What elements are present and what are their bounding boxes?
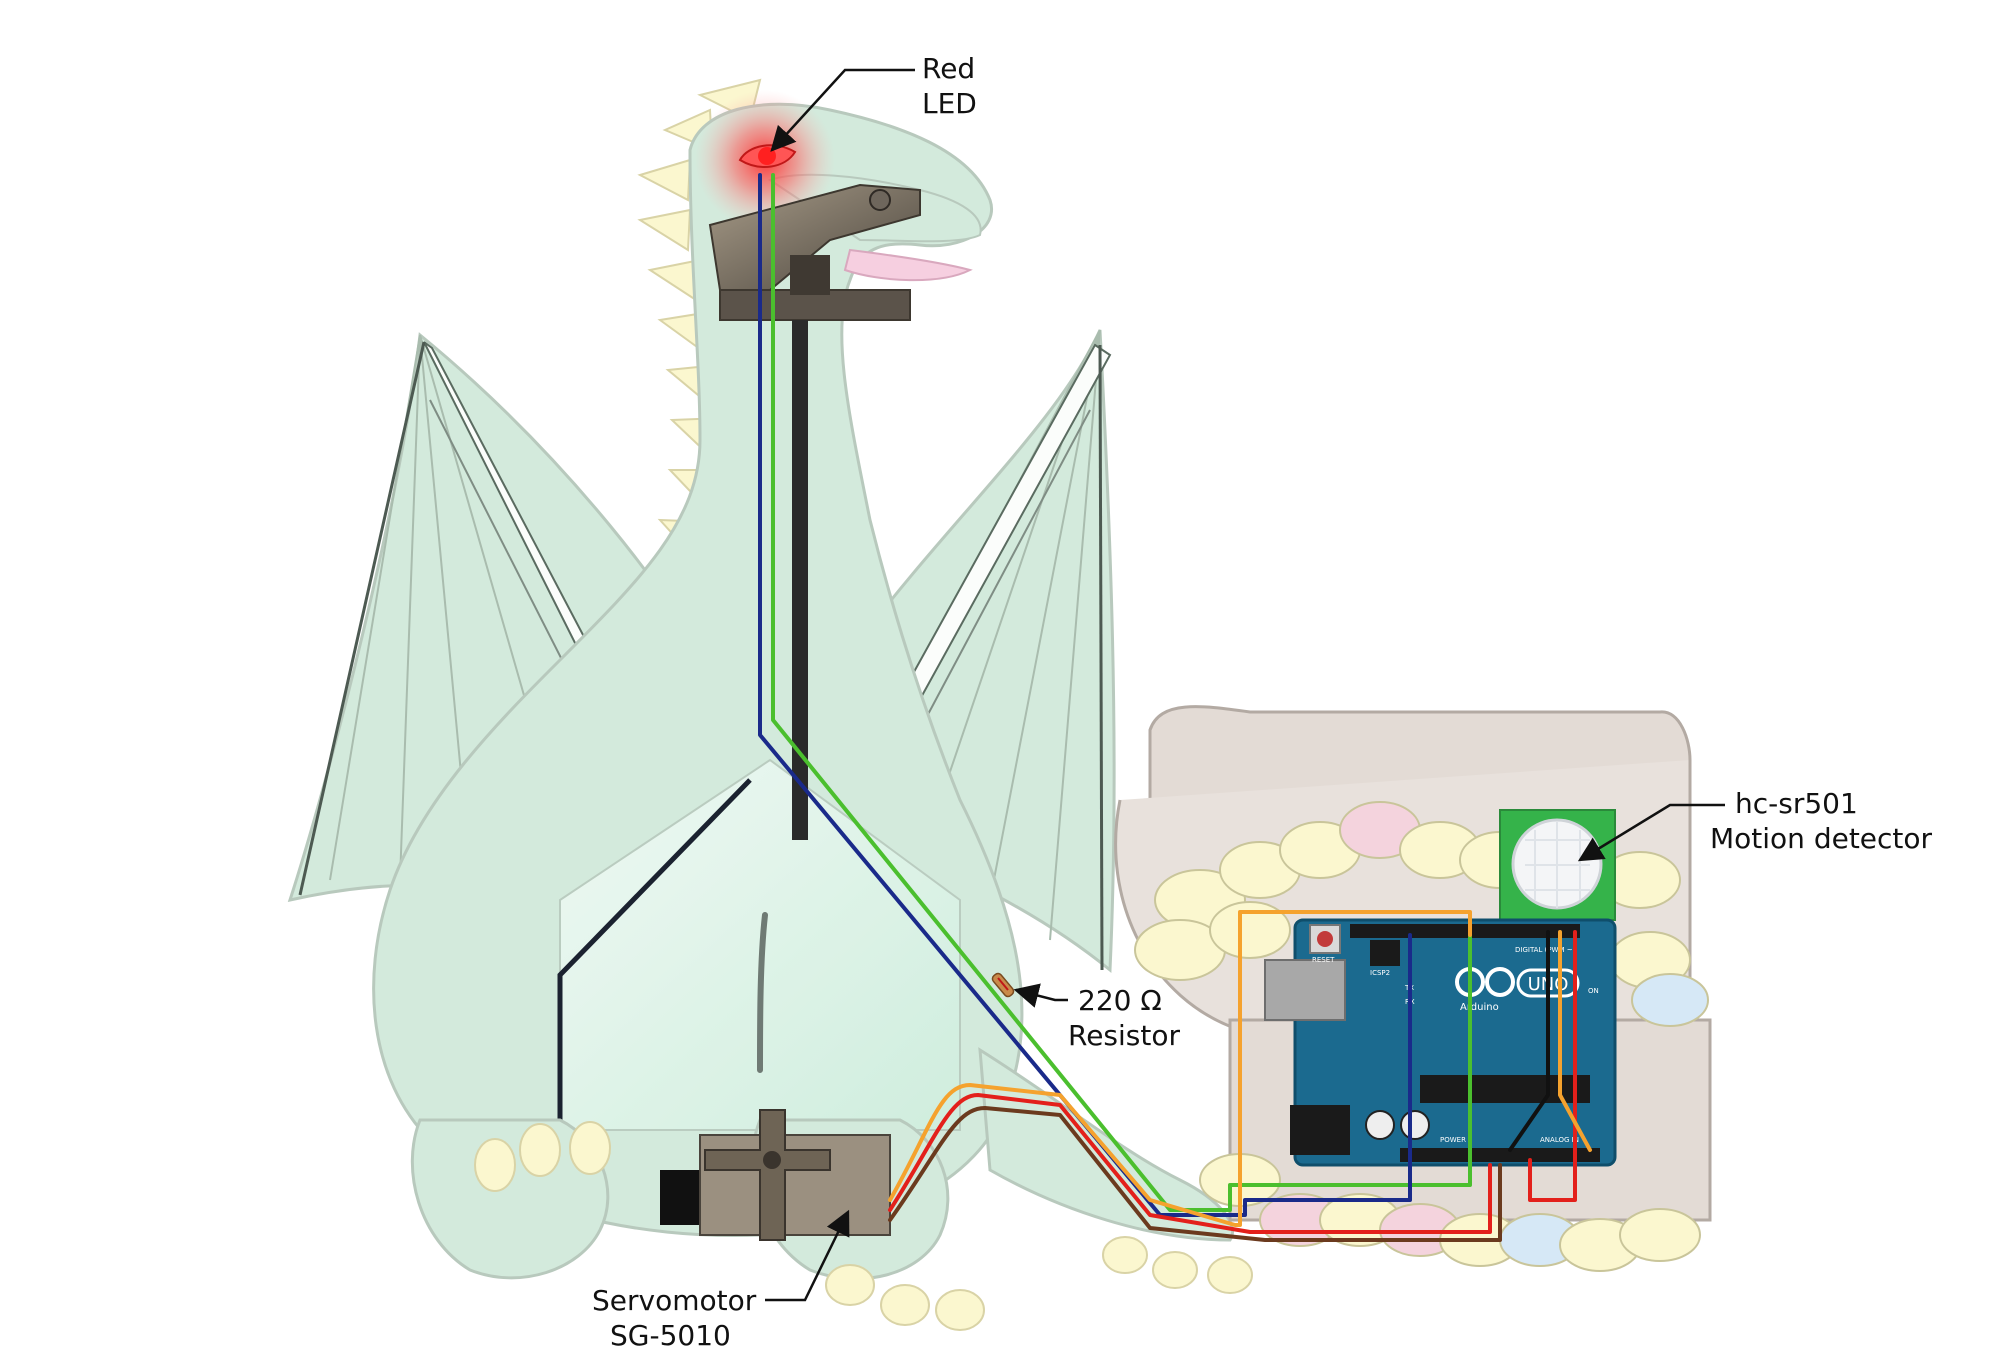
wire-brown (888, 1106, 1502, 1242)
wires (758, 173, 1592, 1242)
board-on-label: ON (1588, 987, 1599, 995)
wire-sensor-black (1508, 930, 1550, 1152)
label-resistor-line2: Resistor (1068, 1019, 1180, 1052)
arduino-board: UNO Arduino RESET ICSP2 DIGITAL (PWM ~) … (1264, 918, 1617, 1167)
board-maker: Arduino (1460, 1002, 1499, 1013)
label-motion-line1: hc-sr501 (1735, 787, 1858, 820)
label-motion-line2: Motion detector (1710, 822, 1933, 855)
label-resistor-line1: 220 Ω (1078, 984, 1162, 1017)
callout-servo: Servomotor SG-5010 (592, 1209, 850, 1352)
label-led-line1: Red (922, 52, 975, 85)
motion-sensor (1499, 809, 1616, 932)
board-reset-label: RESET (1312, 956, 1335, 964)
servomotor (660, 1109, 891, 1241)
power-jack (1290, 1105, 1350, 1155)
gems (1134, 801, 1709, 1272)
board-analog-label: ANALOG IN (1540, 1136, 1579, 1144)
push-rod (792, 320, 808, 840)
wire-sensor-red (1528, 930, 1577, 1202)
wire-red (888, 1093, 1492, 1234)
jaw-mechanism (708, 183, 921, 321)
board-digital-label: DIGITAL (PWM ~) (1515, 946, 1576, 954)
resistor-icon (991, 972, 1015, 998)
reset-button (1309, 924, 1341, 954)
board-icsp-label: ICSP2 (1370, 969, 1390, 977)
usb-port (1264, 959, 1346, 1021)
wire-blue (758, 173, 1412, 1217)
callout-motion: hc-sr501 Motion detector (1577, 787, 1933, 862)
wire-green (771, 173, 1472, 1212)
label-servo-line2: SG-5010 (610, 1319, 731, 1352)
label-led-line2: LED (922, 87, 977, 120)
board-power-label: POWER (1440, 1136, 1466, 1144)
callout-resistor: 220 Ω Resistor (1013, 983, 1180, 1052)
claws (474, 1121, 1253, 1331)
wire-sensor-orange (1558, 930, 1592, 1152)
servo-horn (704, 1109, 831, 1241)
label-servo-line1: Servomotor (592, 1284, 757, 1317)
tongue (843, 248, 973, 282)
wire-orange (888, 910, 1472, 1227)
callout-led: Red LED (770, 52, 977, 152)
